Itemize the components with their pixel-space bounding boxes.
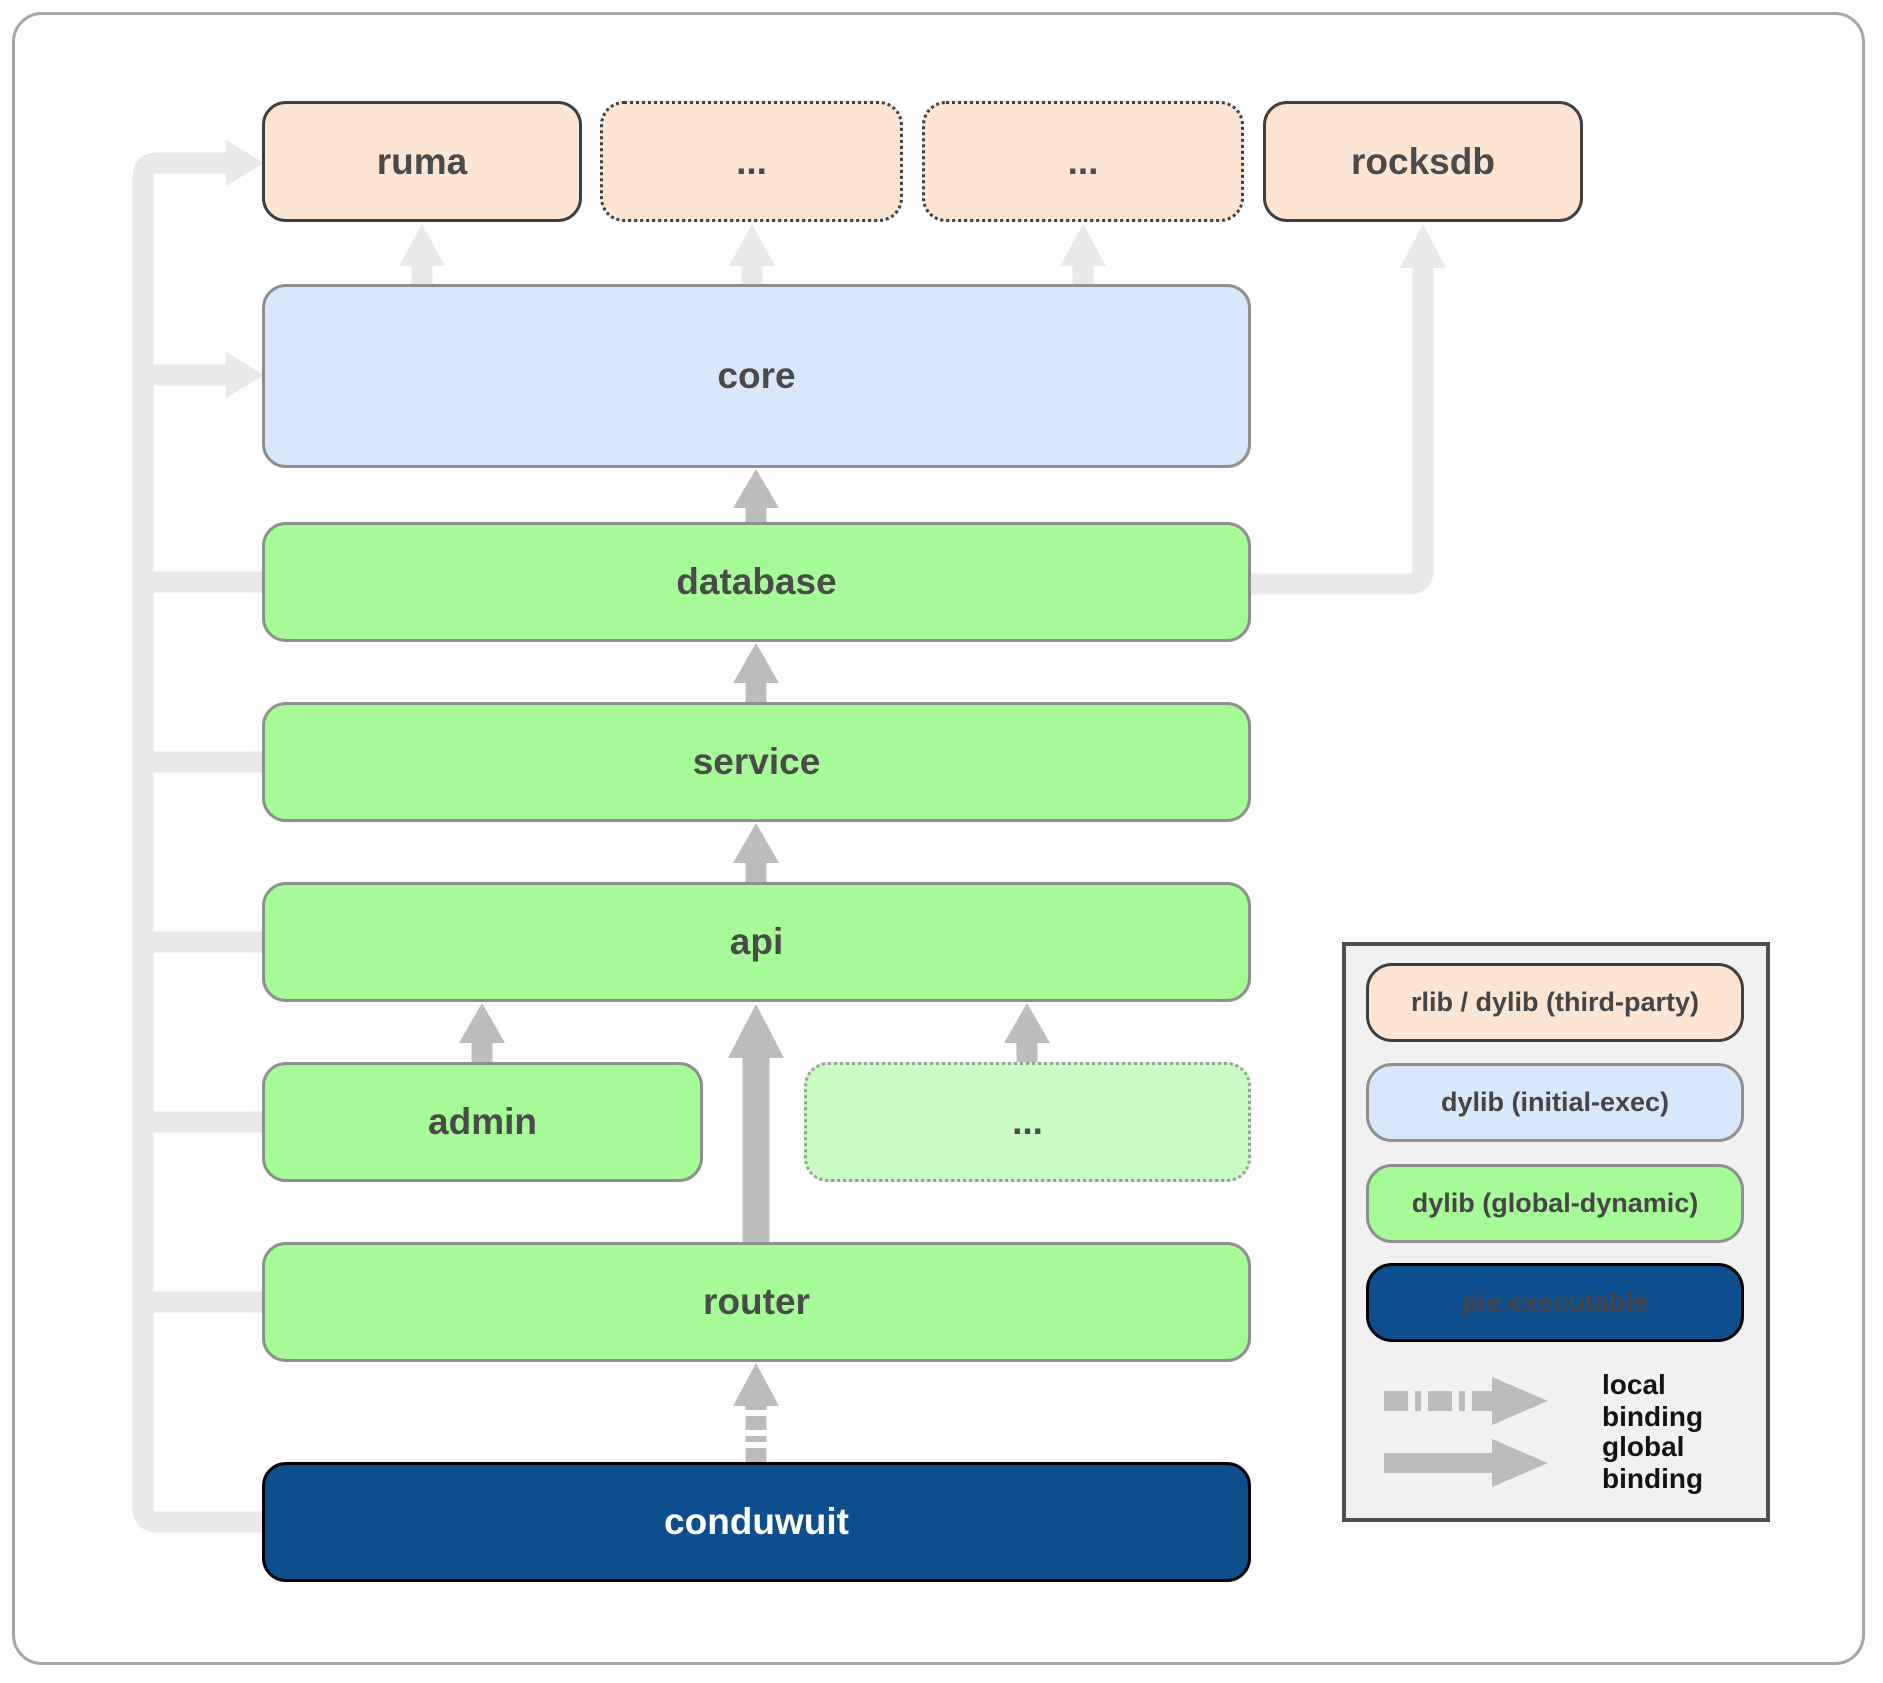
bus-arrowhead-core xyxy=(226,352,264,398)
node-rocksdb: rocksdb xyxy=(1263,101,1583,222)
legend-item-pie-executable: pie executable xyxy=(1366,1263,1744,1342)
node-api: api xyxy=(262,882,1251,1002)
arrowhead-database-to-core xyxy=(733,469,779,508)
arrowhead-core-to-dots2 xyxy=(1060,224,1106,266)
legend-item-initial-exec: dylib (initial-exec) xyxy=(1366,1063,1744,1142)
arrowhead-dotsmid-to-api xyxy=(1004,1003,1050,1043)
global-binding-label: global binding xyxy=(1602,1431,1704,1494)
node-admin: admin xyxy=(262,1062,703,1182)
arrowhead-admin-to-api xyxy=(459,1003,505,1043)
bus-arrowhead-ruma xyxy=(226,140,264,186)
diagram-frame xyxy=(12,12,1865,1665)
node-third-party-dots-2: ... xyxy=(922,101,1244,222)
legend: rlib / dylib (third-party) dylib (initia… xyxy=(1342,942,1770,1522)
bus-trunk-line xyxy=(132,152,262,1533)
node-api-dots: ... xyxy=(804,1062,1251,1182)
node-third-party-dots-1: ... xyxy=(600,101,903,222)
node-conduwuit: conduwuit xyxy=(262,1462,1251,1582)
node-core: core xyxy=(262,284,1251,468)
node-database: database xyxy=(262,522,1251,642)
arrow-database-to-rocksdb-shaft xyxy=(1251,266,1434,595)
node-ruma: ruma xyxy=(262,101,582,222)
node-router: router xyxy=(262,1242,1251,1362)
arrowhead-database-to-rocksdb xyxy=(1400,224,1446,268)
arrowhead-conduwuit-to-router xyxy=(733,1363,779,1406)
arrowhead-core-to-ruma xyxy=(399,224,445,266)
arrowhead-api-to-service xyxy=(733,823,779,863)
global-binding-arrow-icon xyxy=(1384,1439,1548,1487)
arrowhead-router-to-api xyxy=(728,1004,784,1058)
legend-item-global-dynamic: dylib (global-dynamic) xyxy=(1366,1164,1744,1243)
arrowhead-service-to-database xyxy=(733,643,779,683)
local-binding-label: local binding xyxy=(1602,1369,1704,1432)
legend-item-third-party: rlib / dylib (third-party) xyxy=(1366,963,1744,1042)
legend-row-local-binding: local binding xyxy=(1382,1369,1754,1432)
local-binding-arrow-icon xyxy=(1384,1377,1548,1425)
node-service: service xyxy=(262,702,1251,822)
legend-row-global-binding: global binding xyxy=(1382,1431,1754,1494)
arrowhead-core-to-dots1 xyxy=(729,224,775,266)
